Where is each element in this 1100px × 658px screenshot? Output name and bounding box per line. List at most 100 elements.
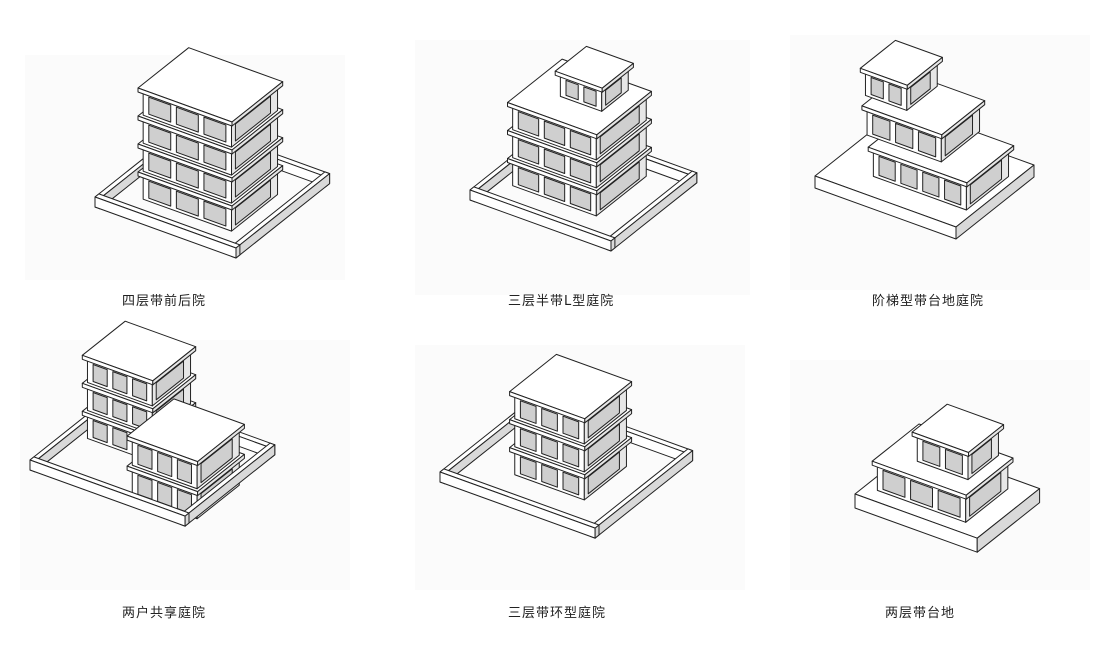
caption-two-storey-terrace: 两层带台地 xyxy=(885,606,956,621)
window xyxy=(175,190,199,217)
window xyxy=(569,186,592,212)
courtyard-wall-side xyxy=(235,244,241,259)
window xyxy=(969,159,1003,205)
floor-slab-side xyxy=(584,437,633,480)
window xyxy=(944,448,963,476)
floor-slab-side xyxy=(906,56,943,90)
floor-slab-side xyxy=(197,453,245,497)
floor-slab-side xyxy=(965,457,1014,500)
window xyxy=(112,399,128,423)
window xyxy=(562,415,580,440)
window xyxy=(562,443,580,468)
window xyxy=(148,180,172,207)
window xyxy=(148,152,172,179)
courtyard-wall-side xyxy=(594,524,600,539)
window xyxy=(519,428,537,452)
window xyxy=(155,360,185,401)
terrace-platform-side xyxy=(955,164,1035,240)
window xyxy=(519,400,537,424)
window xyxy=(917,131,937,158)
floor-slab-side xyxy=(231,137,284,183)
window xyxy=(971,438,992,475)
window xyxy=(543,148,566,174)
caption-four-storey: 四层带前后院 xyxy=(122,294,207,309)
window xyxy=(234,95,272,142)
window xyxy=(517,167,540,193)
window xyxy=(234,123,272,170)
window xyxy=(148,96,172,123)
floor-slab-side xyxy=(231,165,284,211)
window xyxy=(137,444,153,470)
window xyxy=(910,479,934,508)
window xyxy=(112,427,128,451)
window xyxy=(944,114,974,157)
window xyxy=(895,122,914,150)
window xyxy=(175,106,199,133)
window xyxy=(565,79,579,101)
window xyxy=(910,71,931,105)
window xyxy=(541,436,558,460)
window xyxy=(176,459,192,485)
window xyxy=(872,114,891,141)
window xyxy=(541,408,558,432)
window xyxy=(543,176,566,202)
window xyxy=(888,83,902,106)
window xyxy=(175,162,199,189)
terrace-platform-side xyxy=(976,488,1041,553)
window xyxy=(92,364,108,388)
window xyxy=(562,471,580,496)
caption-shared-courtyard: 两户共享庭院 xyxy=(122,606,207,621)
window xyxy=(944,179,962,206)
window xyxy=(517,139,540,165)
window xyxy=(587,423,620,467)
floor-slab-side xyxy=(941,100,986,140)
window xyxy=(200,438,233,484)
caption-three-half-storey: 三层半带L型庭院 xyxy=(508,294,615,309)
floor-slab-side xyxy=(596,118,652,168)
window xyxy=(922,171,940,198)
window xyxy=(587,395,620,439)
floor-slab-side xyxy=(231,109,284,155)
window xyxy=(157,451,173,478)
floor-slab-side xyxy=(231,81,284,127)
window xyxy=(132,378,148,402)
window xyxy=(569,158,592,184)
floor-slab-side xyxy=(197,423,245,467)
window xyxy=(969,471,1002,517)
window xyxy=(234,179,272,226)
window xyxy=(543,120,566,146)
window xyxy=(92,420,108,444)
window xyxy=(519,456,537,480)
window xyxy=(882,469,906,498)
window xyxy=(175,134,199,161)
window xyxy=(599,105,640,155)
caption-stepped: 阶梯型带台地庭院 xyxy=(872,294,985,309)
window xyxy=(900,163,918,190)
window xyxy=(599,133,640,183)
window xyxy=(203,144,227,171)
floor-slab-side xyxy=(584,381,633,424)
courtyard-wall-side xyxy=(184,512,190,527)
window xyxy=(937,489,961,518)
floor-slab-side xyxy=(152,374,197,414)
window xyxy=(599,161,640,211)
window xyxy=(922,440,941,467)
window xyxy=(148,124,172,151)
window xyxy=(517,111,540,137)
floor-slab-side xyxy=(596,90,652,140)
window xyxy=(569,130,592,156)
floor-slab-side xyxy=(152,346,197,386)
floor-slab-side xyxy=(584,409,633,452)
window xyxy=(541,464,558,488)
window xyxy=(203,172,227,199)
floor-slab-side xyxy=(596,146,652,196)
window xyxy=(203,116,227,143)
caption-ring-courtyard: 三层带环型庭院 xyxy=(508,606,607,621)
window xyxy=(583,86,597,107)
window xyxy=(234,151,272,198)
window xyxy=(587,451,620,495)
window xyxy=(870,77,884,100)
floor-slab-side xyxy=(966,145,1015,188)
